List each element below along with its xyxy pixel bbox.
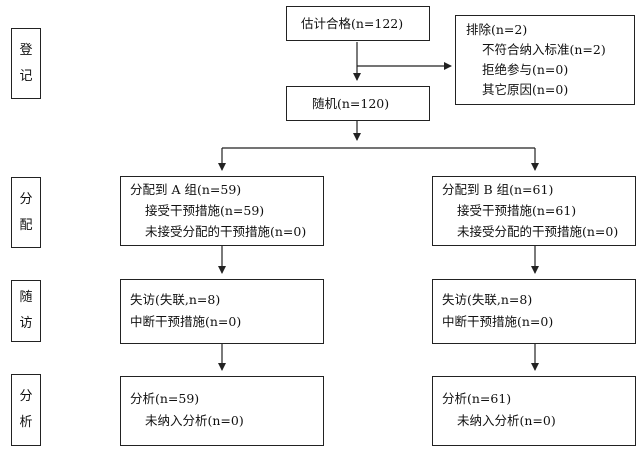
- stage-enrollment: 登记: [11, 28, 41, 99]
- stage-analysis-text: 分析: [19, 381, 32, 439]
- allocation-b-title: 分配到 B 组(n=61): [442, 182, 554, 197]
- allocation-b-box: 分配到 B 组(n=61) 接受干预措施(n=61) 未接受分配的干预措施(n=…: [432, 176, 636, 246]
- allocation-b-not-received: 未接受分配的干预措施(n=0): [457, 224, 619, 239]
- stage-followup-text: 随访: [19, 282, 32, 340]
- stage-followup-label: 随访: [19, 282, 32, 340]
- followup-a-discontinued: 中断干预措施(n=0): [130, 314, 242, 329]
- exclusion-declined: 拒绝参与(n=0): [482, 62, 569, 77]
- analysis-b-analysed: 分析(n=61): [442, 391, 512, 406]
- stage-enrollment-label: 登记: [19, 35, 32, 93]
- exclusion-criteria: 不符合纳入标准(n=2): [482, 42, 606, 57]
- followup-b-box: 失访(失联,n=8) 中断干预措施(n=0): [432, 279, 636, 344]
- allocation-a-title: 分配到 A 组(n=59): [130, 182, 242, 197]
- analysis-b-box: 分析(n=61) 未纳入分析(n=0): [432, 376, 636, 446]
- exclusion-title: 排除(n=2): [466, 22, 528, 37]
- stage-char: 析: [19, 415, 33, 430]
- stage-analysis-label: 分析: [19, 381, 32, 439]
- followup-a-box: 失访(失联,n=8) 中断干预措施(n=0): [120, 279, 324, 344]
- exclusion-box: 排除(n=2) 不符合纳入标准(n=2) 拒绝参与(n=0) 其它原因(n=0): [455, 15, 635, 105]
- allocation-b-received: 接受干预措施(n=61): [457, 203, 577, 218]
- stage-enrollment-char-1: 登记: [19, 35, 32, 93]
- stage-allocation-label: 分配: [19, 184, 32, 242]
- eligibility-text: 估计合格(n=122): [301, 16, 404, 31]
- randomized-box: 随机(n=120): [286, 86, 430, 121]
- stage-followup: 随访: [11, 280, 41, 342]
- allocation-a-not-received: 未接受分配的干预措施(n=0): [145, 224, 307, 239]
- eligibility-box: 估计合格(n=122): [286, 6, 430, 41]
- analysis-b-excluded: 未纳入分析(n=0): [457, 413, 556, 428]
- randomized-text: 随机(n=120): [312, 96, 390, 111]
- stage-char: 记: [19, 68, 33, 84]
- followup-b-discontinued: 中断干预措施(n=0): [442, 314, 554, 329]
- stage-char: 配: [19, 217, 33, 233]
- stage-analysis: 分析: [11, 374, 41, 446]
- stage-char: 登: [19, 42, 33, 58]
- stage-allocation-text: 分配: [19, 184, 32, 242]
- analysis-a-box: 分析(n=59) 未纳入分析(n=0): [120, 376, 324, 446]
- followup-b-lost: 失访(失联,n=8): [442, 292, 533, 307]
- analysis-a-excluded: 未纳入分析(n=0): [145, 413, 244, 428]
- exclusion-other: 其它原因(n=0): [482, 82, 569, 97]
- allocation-a-received: 接受干预措施(n=59): [145, 203, 265, 218]
- stage-char: 分: [19, 191, 33, 207]
- stage-char: 随: [19, 290, 33, 305]
- stage-char: 访: [19, 316, 33, 331]
- allocation-a-box: 分配到 A 组(n=59) 接受干预措施(n=59) 未接受分配的干预措施(n=…: [120, 176, 324, 246]
- stage-char: 分: [19, 389, 33, 404]
- analysis-a-analysed: 分析(n=59): [130, 391, 200, 406]
- stage-allocation: 分配: [11, 177, 41, 248]
- followup-a-lost: 失访(失联,n=8): [130, 292, 221, 307]
